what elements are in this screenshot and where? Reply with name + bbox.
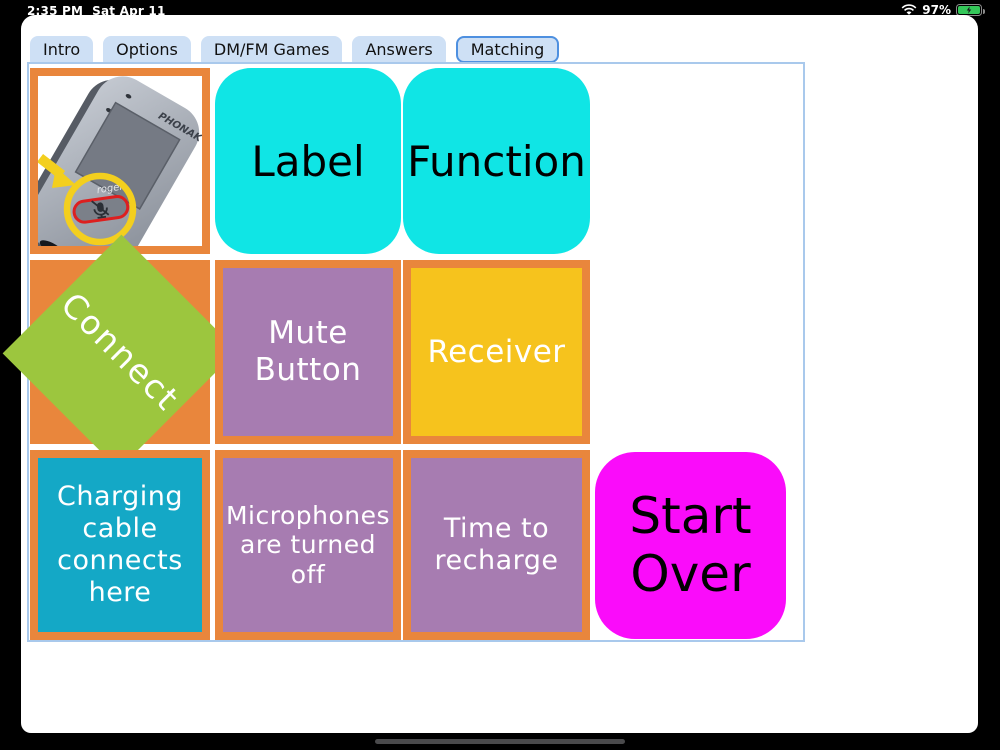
bottom-bar [0,733,1000,750]
yellow-arrow-icon [38,154,76,188]
card-microphones-off[interactable]: Microphones are turned off [215,450,401,640]
start-over-button[interactable]: Start Over [595,452,786,639]
card-receiver-face: Receiver [411,268,582,436]
roger-device-image: PHONAK roger [38,76,202,246]
card-mute-button[interactable]: Mute Button [215,260,401,444]
card-microphones-off-face: Microphones are turned off [223,458,393,632]
wifi-icon [901,4,917,15]
tab-bar: Intro Options DM/FM Games Answers Matchi… [30,36,560,63]
device-image-card[interactable]: PHONAK roger [30,68,210,254]
card-label[interactable]: Label [215,68,401,254]
tab-options[interactable]: Options [103,36,191,63]
card-mute-button-face: Mute Button [223,268,393,436]
status-time-date: 2:35 PM Sat Apr 11 [27,4,166,18]
tab-intro[interactable]: Intro [30,36,94,63]
home-indicator[interactable] [375,739,625,744]
matching-board: PHONAK roger [2,62,805,642]
status-bar: 2:35 PM Sat Apr 11 97% [0,0,1000,22]
card-connect[interactable]: Connect [2,234,238,470]
card-charging-cable-face: Charging cable connects here [38,458,202,632]
tab-dmfm-games[interactable]: DM/FM Games [200,36,343,63]
card-time-to-recharge-face: Time to recharge [411,458,582,632]
battery-percent: 97% [922,3,951,17]
tab-answers[interactable]: Answers [352,36,446,63]
microphone-muted-icon [91,200,110,219]
tab-matching[interactable]: Matching [455,36,560,63]
card-connect-face: Connect [2,234,238,470]
card-time-to-recharge[interactable]: Time to recharge [403,450,590,640]
status-time: 2:35 PM [27,4,84,18]
status-date: Sat Apr 11 [92,4,166,18]
card-receiver[interactable]: Receiver [403,260,590,444]
roger-device-illustration: PHONAK roger [38,76,202,246]
card-function[interactable]: Function [403,68,590,254]
card-charging-cable[interactable]: Charging cable connects here [30,450,210,640]
app-window: Intro Options DM/FM Games Answers Matchi… [2,15,978,733]
yellow-highlight-circle [63,172,137,246]
